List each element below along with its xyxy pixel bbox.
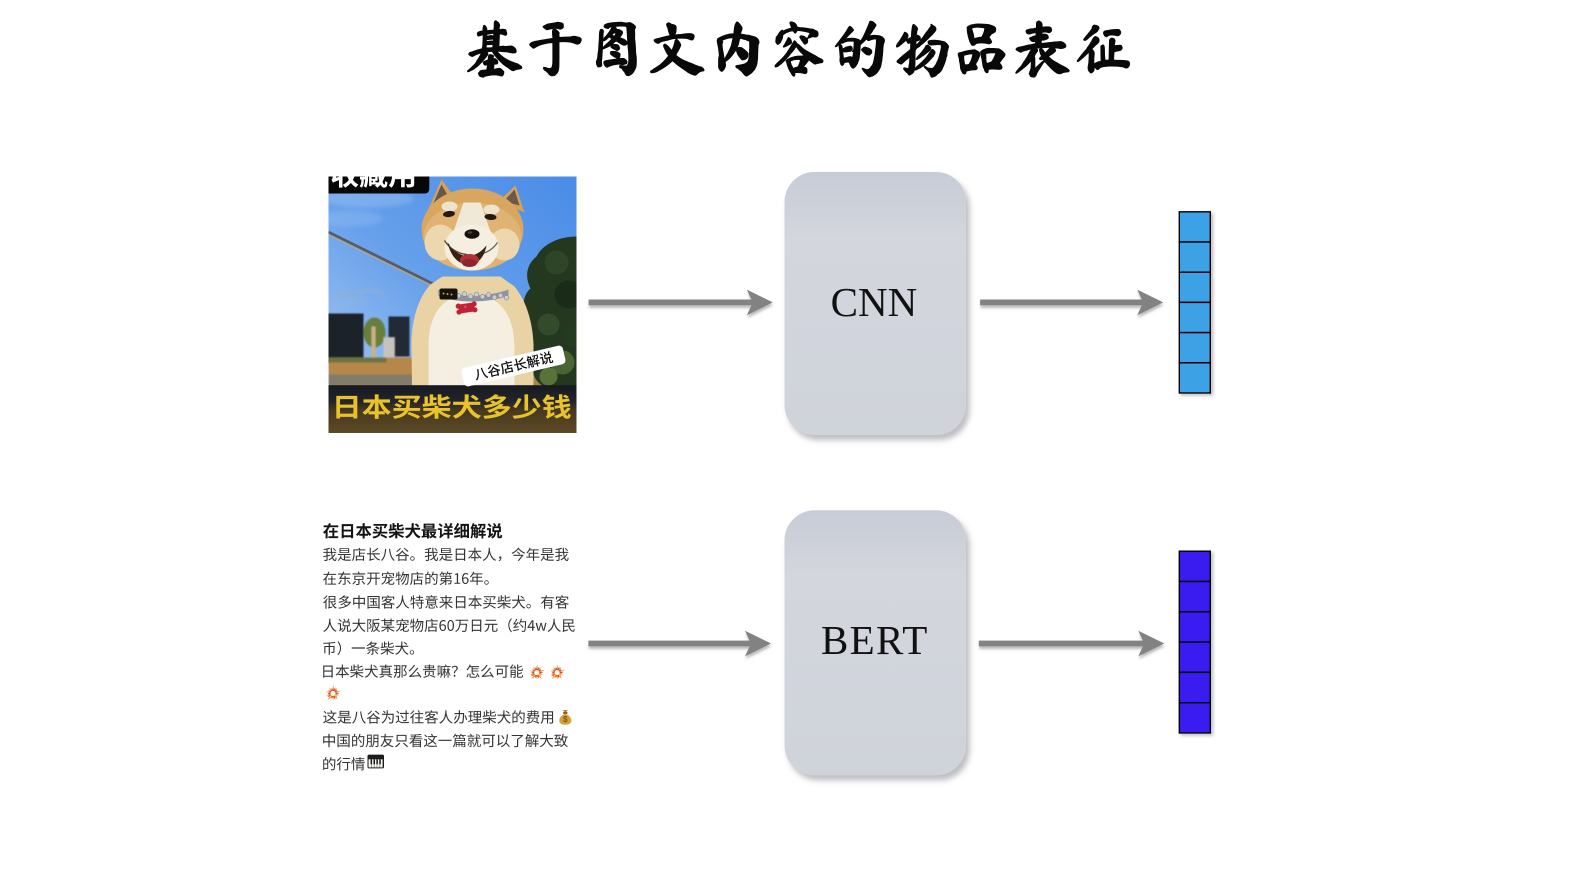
svg-text:$: $ <box>563 715 568 724</box>
svg-text:CNN: CNN <box>831 279 918 325</box>
svg-text:BERT: BERT <box>821 617 929 663</box>
